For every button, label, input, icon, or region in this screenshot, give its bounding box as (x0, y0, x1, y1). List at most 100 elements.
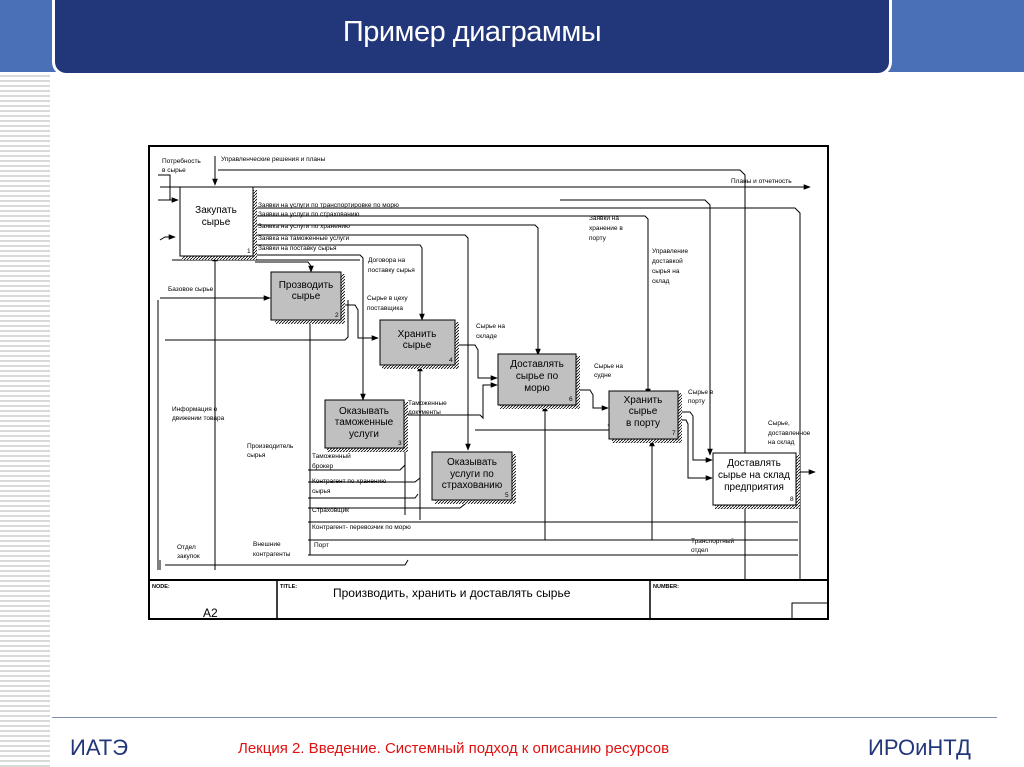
activity-3-number: 3 (398, 440, 402, 447)
label-req-port-3: порту (589, 235, 607, 242)
title-box: Пример диаграммы (52, 0, 892, 76)
label-broker-1: Таможенный (312, 452, 351, 460)
activity-box-2 (270, 271, 342, 321)
label-transport-dept-2: отдел (691, 547, 708, 554)
label-plans: Планы и отчетность (731, 178, 792, 185)
activity-2-number: 2 (335, 312, 339, 319)
label-raw-delivered-3: на склад (768, 439, 795, 446)
label-mgmt: Управленческие решения и планы (221, 156, 326, 163)
label-raw-warehouse-2: складе (476, 333, 497, 340)
activity-8-line-1: Доставлять (727, 458, 781, 469)
activity-6-line-1: Доставлять (510, 359, 564, 370)
activity-7-line-1: Хранить (624, 395, 663, 406)
label-raw-warehouse-1: Сырье на (476, 323, 505, 330)
activity-5-line-1: Оказывать (447, 457, 497, 468)
label-raw-port-1: Сырье в (688, 389, 714, 396)
label-base-raw: Базовое сырье (168, 286, 214, 293)
label-contract-2: поставку сырья (368, 267, 415, 274)
slide-title: Пример диаграммы (342, 16, 602, 48)
footer-divider (52, 717, 997, 718)
label-transport-dept-1: Транспортный (691, 537, 735, 545)
activity-4-number: 4 (449, 357, 453, 364)
activity-box-6 (497, 353, 577, 406)
label-raw-ship-1: Сырье на (594, 363, 623, 370)
activity-6-line-3: морю (524, 383, 550, 394)
activity-3-line-2: таможенные (335, 417, 394, 428)
label-mgmt-delivery-3: сырья на (652, 268, 680, 275)
activity-7-line-2: сырье (629, 406, 658, 417)
activity-4-line-2: сырье (403, 340, 432, 351)
label-req-transport: Заявки на услуги по транспортировке по м… (258, 202, 399, 209)
label-raw-delivered-2: доставленное (768, 430, 811, 437)
label-purchasing-2: закупок (177, 553, 200, 560)
footer-left-org: ИАТЭ (70, 735, 129, 760)
activity-3-line-3: услуги (349, 429, 379, 440)
activity-box-8 (712, 452, 797, 506)
label-raw-supplier-2: поставщика (367, 305, 403, 312)
activity-8-line-3: предприятия (724, 482, 784, 493)
label-broker-2: брокер (312, 462, 333, 470)
activity-1-line-1: Закупать (195, 205, 237, 216)
node-value: A2 (203, 606, 218, 620)
label-raw-supplier-1: Сырье в цеху (367, 295, 408, 302)
label-raw-delivered-1: Сырье, (768, 420, 790, 427)
label-customs-docs-1: Таможенные (408, 400, 447, 407)
activity-1-number: 1 (247, 248, 251, 255)
diagram-title: Производить, хранить и доставлять сырье (333, 586, 571, 600)
number-label: NUMBER: (653, 584, 679, 590)
label-storage-contractor-1: Контрагент по хранению (312, 478, 386, 485)
activity-2-line-1: Прозводить (279, 280, 334, 291)
label-req-insurance: Заявки на услуги по страхованию (258, 211, 359, 218)
decorative-stripes (0, 72, 50, 767)
label-req-port-2: хранение в (589, 225, 623, 232)
activity-box-4 (379, 319, 456, 366)
activity-2-line-2: сырье (292, 291, 321, 302)
label-insurer: Страховщик (312, 507, 349, 514)
title-label: TITLE: (280, 584, 297, 590)
activity-3-line-1: Оказывать (339, 406, 389, 417)
footer-lecture-title: Лекция 2. Введение. Системный подход к о… (238, 740, 670, 757)
label-info-2: движении товара (172, 415, 225, 422)
label-storage-contractor-2: сырья (312, 488, 331, 495)
label-need-1: Потребность (162, 157, 201, 165)
footer-right-org: ИРОиНТД (868, 735, 971, 760)
label-port: Порт (314, 542, 329, 549)
activity-box-3 (324, 399, 405, 449)
activity-1-line-2: сырье (202, 217, 231, 228)
label-mgmt-delivery-2: доставкой (652, 257, 683, 265)
activity-6-number: 6 (569, 396, 573, 403)
activity-5-number: 5 (505, 492, 509, 499)
label-mgmt-delivery-4: склад (652, 278, 670, 285)
label-req-storage: Заявка на услуги по хранению (258, 223, 350, 230)
activity-box-1 (179, 186, 254, 257)
label-info-1: Информация о (172, 406, 218, 413)
activity-7-number: 7 (672, 430, 676, 437)
label-purchasing-1: Отдел (177, 544, 196, 551)
activity-box-7 (608, 390, 679, 440)
activity-6-line-2: сырье по (516, 371, 559, 382)
label-req-customs: Заявка на таможенные услуги (258, 235, 350, 242)
activity-5-line-3: страхованию (442, 480, 503, 491)
node-label: NODE: (152, 584, 170, 590)
title-block: NODE: A2 TITLE: Производить, хранить и д… (152, 580, 829, 620)
arrow-labels: Потребность в сырье Управленческие решен… (162, 156, 811, 560)
label-producer-1: Производитель (247, 443, 294, 450)
label-raw-ship-2: судне (594, 372, 612, 379)
activity-4-line-1: Хранить (398, 329, 437, 340)
label-need-2: в сырье (162, 167, 186, 174)
activity-7-line-3: в порту (626, 418, 660, 429)
label-contract-1: Договора на (368, 257, 406, 264)
activity-5-line-2: услуги по (450, 469, 494, 480)
label-sea-carrier: Контрагент- перевозчик по морю (312, 524, 411, 531)
label-external-2: контрагенты (253, 551, 291, 558)
label-customs-docs-2: документы (408, 409, 441, 416)
label-req-port-1: Заявки на (589, 215, 619, 222)
activity-box-5 (431, 451, 513, 501)
label-raw-port-2: порту (688, 398, 706, 405)
activity-8-line-2: сырье на склад (718, 470, 790, 481)
activity-8-number: 8 (790, 496, 794, 503)
label-external-1: Внешние (253, 541, 281, 548)
label-req-supply: Заявки на поставку сырья (258, 245, 337, 252)
activity-boxes: Закупать сырье 1 Прозводить сырье 2 Оказ… (179, 186, 800, 509)
